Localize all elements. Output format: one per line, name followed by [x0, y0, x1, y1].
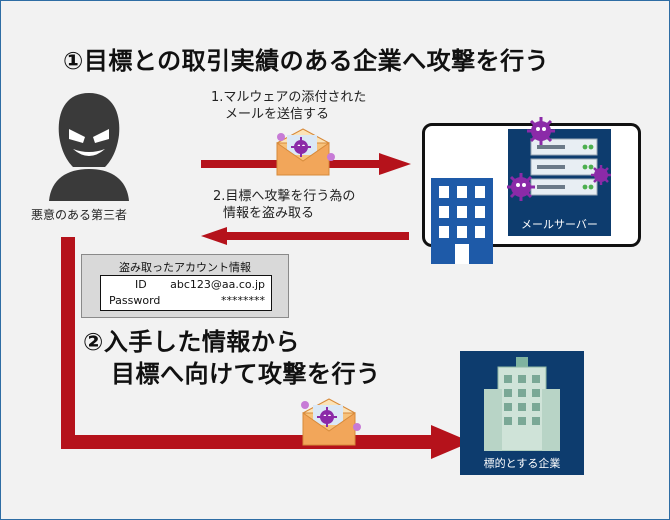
credentials-password-row: Password ******** [101, 293, 271, 308]
credentials-table: ID abc123@aa.co.jp Password ******** [100, 275, 272, 311]
credentials-id-row: ID abc123@aa.co.jp [101, 277, 271, 292]
attacker-label: 悪意のある第三者 [31, 208, 128, 222]
server-virus-cluster [507, 117, 611, 201]
hacker-icon [49, 93, 129, 201]
envelope-icon [276, 128, 335, 176]
target-building-icon [484, 357, 560, 451]
envelope-icon [301, 398, 361, 446]
server-icon [530, 138, 598, 196]
second-title-line2: 目標へ向けて攻撃を行う [111, 360, 381, 388]
credentials-title: 盗み取ったアカウント情報 [119, 261, 251, 274]
virus-icon [317, 407, 337, 427]
mail-server-label: メールサーバー [508, 214, 611, 236]
stolen-credentials-box: 盗み取ったアカウント情報 ID abc123@aa.co.jp Password… [81, 254, 289, 318]
step2-label: 2.目標へ攻撃を行う為の 情報を盗み取る [213, 188, 355, 222]
step1-label: 1.マルウェアの添付された メールを送信する [211, 89, 366, 123]
step2-line2: 情報を盗み取る [223, 206, 315, 221]
step1-line1: 1.マルウェアの添付された [211, 90, 367, 105]
step2-line1: 2.目標へ攻撃を行う為の [213, 189, 356, 204]
id-label: ID [135, 278, 147, 291]
password-label: Password [109, 294, 161, 307]
office-building-icon [431, 178, 493, 264]
second-title-line1: ②入手した情報から [83, 328, 300, 356]
virus-icon [591, 165, 611, 185]
steal-info-arrow [201, 227, 409, 245]
virus-icon [291, 137, 311, 157]
step1-line2: メールを送信する [225, 107, 330, 122]
password-value: ******** [221, 294, 265, 307]
target-company-label: 標的とする企業 [460, 453, 584, 475]
virus-icon [507, 173, 535, 201]
id-value: abc123@aa.co.jp [170, 278, 265, 291]
virus-icon [527, 117, 555, 145]
main-title: ①目標との取引実績のある企業へ攻撃を行う [63, 47, 550, 75]
second-title: ②入手した情報から 目標へ向けて攻撃を行う [83, 326, 381, 390]
